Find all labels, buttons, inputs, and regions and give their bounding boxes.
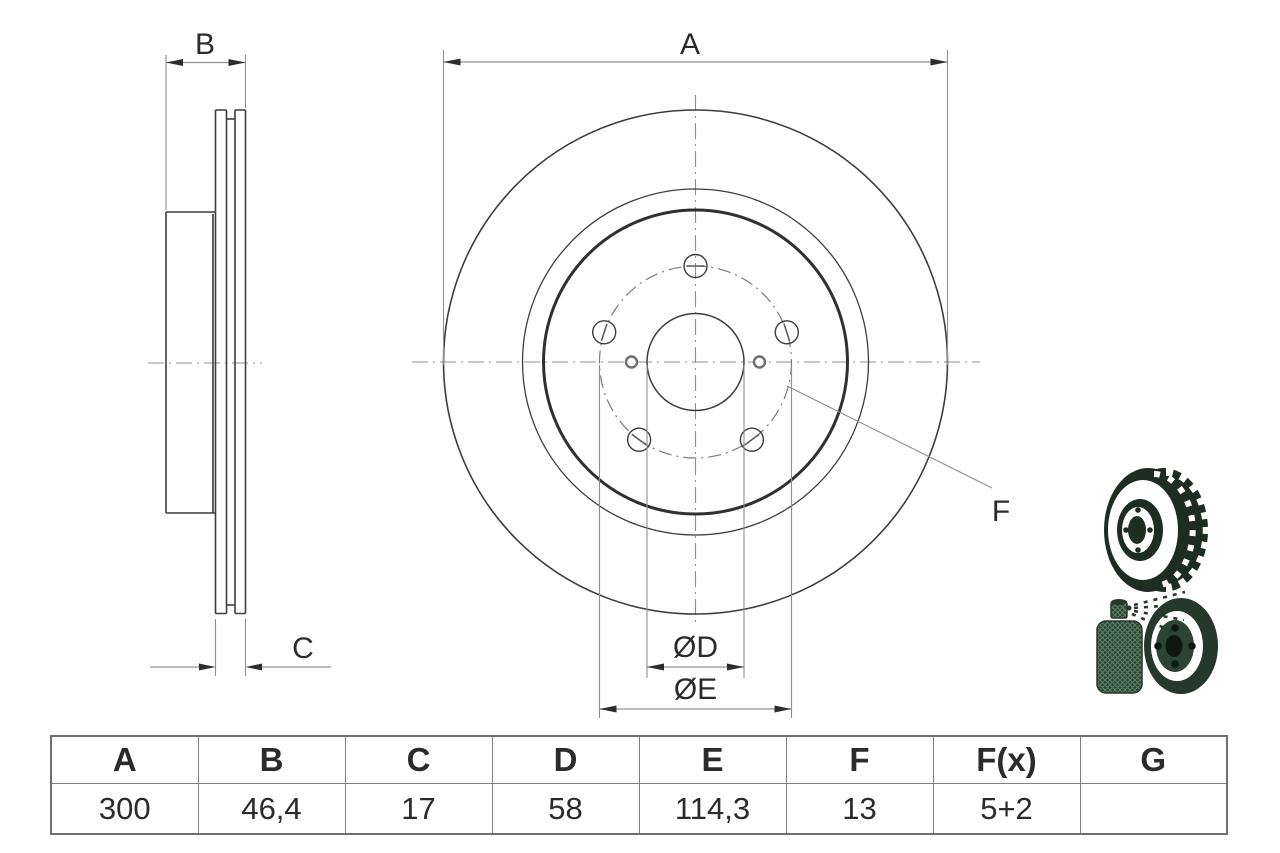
coated-disc-bolt-hole — [1154, 642, 1162, 650]
arrowhead — [774, 705, 792, 713]
vent-slots-outer — [1165, 468, 1211, 592]
bolt-holes — [592, 253, 799, 452]
value-C: 17 — [344, 783, 493, 835]
bolt-hole — [683, 253, 708, 279]
side-view-section: B C — [148, 28, 331, 676]
spec-table-value-row: 300 46,4 17 58 114,3 13 5+2 — [50, 783, 1228, 835]
bolt-hole-tick-marks — [600, 265, 791, 446]
dimension-A: A — [442, 28, 949, 365]
dimension-A-label: A — [680, 28, 700, 61]
bolt-hole — [774, 320, 799, 345]
coated-disc-bolt-hole — [1188, 642, 1196, 650]
hub-bolt-dot — [1135, 507, 1141, 513]
coated-disc-bolt-hole — [1171, 624, 1179, 632]
value-A: 300 — [50, 783, 199, 835]
center-bore-circle — [646, 312, 745, 412]
hub-bore — [1128, 516, 1146, 544]
spec-table: A B C D E F F(x) G 300 46,4 17 58 114,3 … — [50, 735, 1228, 835]
col-header-G: G — [1079, 735, 1228, 784]
arrowhead — [727, 663, 744, 671]
arrowhead — [228, 59, 246, 66]
value-D: 58 — [491, 783, 640, 835]
coated-disc-bore — [1165, 635, 1183, 657]
front-view: A ØD ØE F — [412, 28, 1010, 718]
bolt-hole — [739, 427, 765, 452]
arrowhead — [647, 663, 664, 671]
dimension-B: B — [165, 28, 247, 210]
alignment-hole — [752, 355, 767, 369]
hub-bolt-dot — [1147, 527, 1153, 533]
dimension-D: ØD — [646, 365, 745, 678]
spray-can-cap — [1111, 599, 1127, 605]
bolt-hole — [592, 320, 617, 345]
spec-table-header-row: A B C D E F F(x) G — [50, 735, 1228, 784]
hat-edge-circle — [542, 208, 849, 516]
col-header-A: A — [50, 735, 199, 784]
coated-disc-bolt-hole — [1171, 660, 1179, 668]
value-G — [1079, 783, 1228, 835]
dimension-D-label: ØD — [673, 631, 718, 664]
leader-F: F — [786, 385, 1010, 528]
leader-F-label: F — [992, 495, 1010, 528]
dimension-A-extension-lines — [442, 50, 949, 365]
dimension-E-label: ØE — [674, 673, 717, 706]
dimension-C: C — [150, 619, 331, 676]
arrowhead — [599, 705, 617, 713]
col-header-E: E — [638, 735, 787, 784]
friction-band-inner-circle — [521, 188, 870, 536]
spray-can-body — [1096, 620, 1143, 694]
vented-disc-3d-icon — [1104, 468, 1211, 592]
dimension-C-label: C — [292, 632, 314, 665]
alignment-hole — [624, 355, 639, 369]
friction-ring-section — [214, 109, 247, 615]
hub-bolt-dot — [1123, 527, 1129, 533]
dimension-E-extension-lines — [598, 365, 793, 718]
dimension-C-extension-lines — [214, 619, 247, 676]
dimension-B-extension-lines — [165, 55, 247, 210]
col-header-D: D — [491, 735, 640, 784]
hub-bolt-dot — [1135, 547, 1141, 553]
vent-slots-inner — [1153, 471, 1196, 589]
col-header-C: C — [344, 735, 493, 784]
arrowhead — [245, 663, 262, 671]
arrowhead — [930, 58, 948, 66]
spray-nozzle-tip — [1126, 605, 1132, 611]
arrowhead — [166, 59, 183, 66]
col-header-F: F — [785, 735, 934, 784]
dimension-B-label: B — [195, 28, 215, 61]
col-header-B: B — [197, 735, 346, 784]
hat-section — [165, 211, 216, 514]
bolt-hole — [626, 427, 652, 452]
arrowhead — [199, 663, 216, 671]
spray-mist — [1131, 590, 1189, 634]
spray-coated-disc-icon — [1096, 590, 1218, 694]
leader-F-line — [786, 385, 993, 489]
value-B: 46,4 — [197, 783, 346, 835]
value-E: 114,3 — [638, 783, 787, 835]
dimension-D-extension-lines — [646, 365, 745, 678]
arrowhead — [443, 58, 461, 66]
value-Fx: 5+2 — [932, 783, 1081, 835]
value-F: 13 — [785, 783, 934, 835]
col-header-Fx: F(x) — [932, 735, 1081, 784]
dimension-E: ØE — [598, 365, 793, 718]
